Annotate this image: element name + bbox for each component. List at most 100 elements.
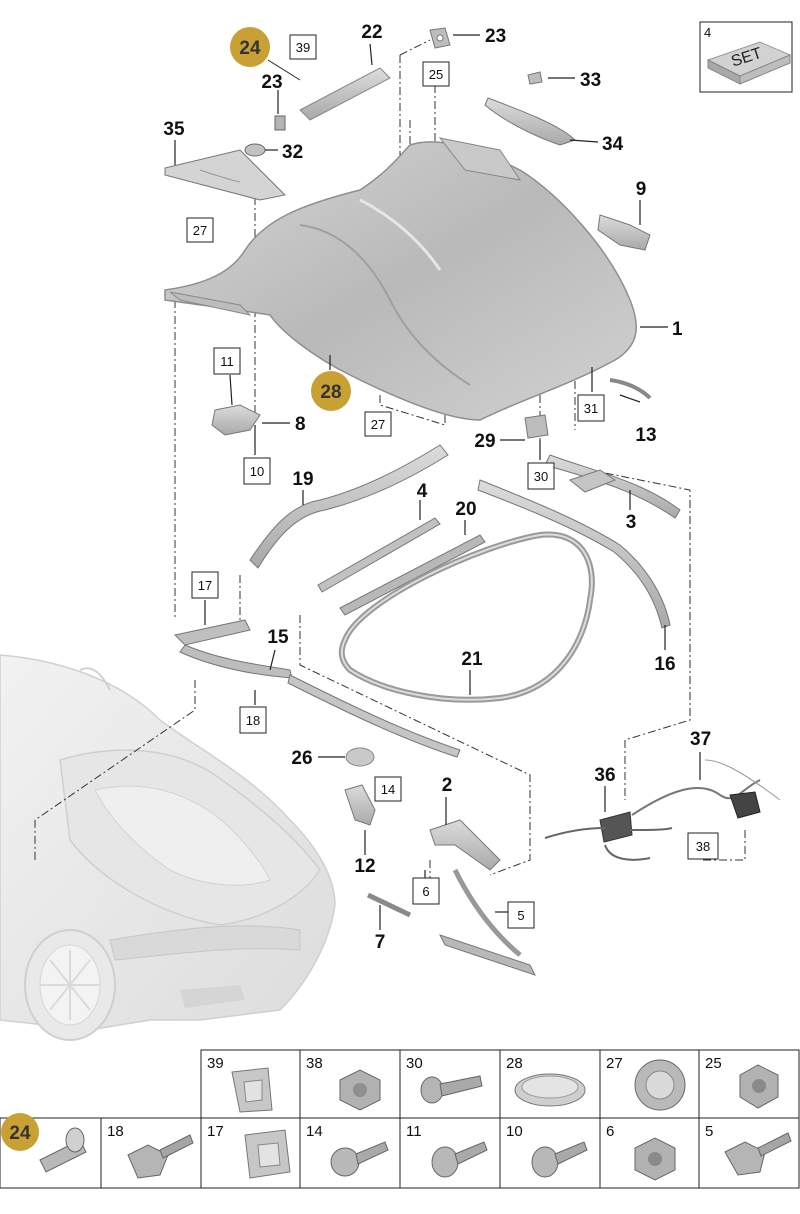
plug-icon-28: [514, 1073, 586, 1107]
box-39: 39: [296, 40, 310, 55]
table-cell-28: 28: [506, 1055, 523, 1072]
nut-icon-6: [634, 1137, 676, 1181]
svg-text:24: 24: [9, 1123, 31, 1144]
part-21-seal-loop[interactable]: [338, 531, 595, 703]
table-cell-10: 10: [506, 1123, 523, 1140]
callout-7: 7: [375, 932, 386, 953]
callout-21: 21: [461, 649, 483, 670]
box-38: 38: [696, 839, 710, 854]
part-9-hinge-bracket[interactable]: [597, 214, 651, 251]
table-cell-30: 30: [406, 1055, 423, 1072]
screw-icon-14: [330, 1141, 389, 1177]
part-4-strip[interactable]: [317, 517, 441, 593]
part-15-seal[interactable]: [179, 644, 461, 758]
pin-icon-24: [39, 1127, 87, 1173]
nut-icon-25: [739, 1064, 779, 1109]
svg-text:28: 28: [320, 382, 341, 403]
part-23-screw[interactable]: [274, 115, 286, 131]
box-17: 17: [198, 578, 212, 593]
car-rear-illustration: [0, 654, 336, 1041]
box-10: 10: [250, 464, 264, 479]
table-cell-6: 6: [606, 1123, 614, 1140]
table-cell-25: 25: [705, 1055, 722, 1072]
callout-35: 35: [163, 119, 185, 140]
table-cell-38: 38: [306, 1055, 323, 1072]
box-6: 6: [422, 884, 429, 899]
part-23-clip-top[interactable]: [429, 27, 451, 49]
part-5-hinge-base[interactable]: [439, 934, 536, 976]
nut-icon-38: [339, 1069, 381, 1111]
table-cell-14: 14: [306, 1123, 323, 1140]
table-cell-5: 5: [705, 1123, 713, 1140]
part-29-latch[interactable]: [524, 414, 549, 439]
set-box-number: 4: [704, 25, 711, 40]
hardware-table: 39 38 30 28 27 25 18 17 14 11 10 6 5 24: [0, 1049, 800, 1189]
part-13-rod[interactable]: [609, 378, 652, 400]
part-3-hinge-arm[interactable]: [544, 454, 681, 519]
screw-icon-10: [531, 1141, 588, 1178]
box-30: 30: [534, 469, 548, 484]
part-20-strip[interactable]: [339, 534, 486, 616]
callout-labels: 22 23 23 33 35 32 34 9 1 13 8 29 19 4 20…: [163, 22, 711, 953]
clip-icon-17: [244, 1129, 291, 1179]
screw-icon-30: [420, 1075, 483, 1104]
boxed-labels: 39 25 27 11 10 27 31 30 17 18 14 6 5 38: [193, 40, 710, 923]
callout-33: 33: [580, 70, 601, 91]
part-36-lock[interactable]: [544, 811, 673, 861]
callout-37: 37: [690, 729, 711, 750]
part-32-nut[interactable]: [244, 143, 266, 157]
callout-4: 4: [417, 481, 428, 502]
box-14: 14: [381, 782, 395, 797]
callout-13: 13: [635, 425, 656, 446]
clip-icon-39: [231, 1067, 273, 1113]
part-22-bracket[interactable]: [299, 67, 391, 121]
part-35-trim-plate[interactable]: [164, 149, 287, 201]
callout-29: 29: [474, 431, 495, 452]
table-cell-39: 39: [207, 1055, 224, 1072]
table-cell-27: 27: [606, 1055, 623, 1072]
part-8-hinge[interactable]: [211, 404, 261, 436]
part-37-cable[interactable]: [631, 759, 781, 819]
part-33-clip[interactable]: [527, 71, 543, 85]
box-11: 11: [220, 354, 234, 369]
part-19-seal[interactable]: [249, 444, 449, 569]
part-12-bracket[interactable]: [344, 784, 376, 826]
table-cell-18: 18: [107, 1123, 124, 1140]
callout-26: 26: [291, 748, 312, 769]
set-box[interactable]: 4 SET: [699, 21, 793, 93]
bolt-icon-5: [724, 1132, 792, 1176]
callout-36: 36: [594, 765, 615, 786]
callout-34: 34: [602, 134, 624, 155]
table-cell-17: 17: [207, 1123, 224, 1140]
table-cell-11: 11: [406, 1123, 422, 1140]
part-17-seal-corner[interactable]: [173, 619, 251, 646]
callout-16: 16: [654, 654, 675, 675]
svg-text:24: 24: [239, 38, 261, 59]
grommet-icon-27: [634, 1059, 686, 1111]
callout-20: 20: [455, 499, 476, 520]
part-26-cap[interactable]: [345, 747, 375, 767]
part-2-hinge[interactable]: [429, 819, 522, 957]
callout-23: 23: [261, 72, 282, 93]
part-16-seal[interactable]: [477, 479, 671, 629]
badge-24-top: 24: [230, 27, 270, 67]
callout-lines: [174, 34, 701, 930]
rear-lid-part[interactable]: [164, 141, 637, 421]
table-badge-24: [1, 1113, 39, 1151]
part-34-bracket[interactable]: [484, 97, 576, 146]
part-25-seal[interactable]: [438, 137, 522, 181]
callout-15: 15: [267, 627, 289, 648]
box-27-top: 27: [193, 223, 207, 238]
callout-19: 19: [292, 469, 313, 490]
callout-23-top: 23: [485, 26, 506, 47]
part-7-gas-strut[interactable]: [366, 892, 412, 918]
callout-32: 32: [282, 142, 303, 163]
box-18: 18: [246, 713, 260, 728]
callout-12: 12: [354, 856, 375, 877]
callout-8: 8: [295, 414, 306, 435]
box-25: 25: [429, 67, 443, 82]
screw-icon-11: [431, 1141, 488, 1178]
box-31: 31: [584, 401, 598, 416]
box-27-mid: 27: [371, 417, 385, 432]
